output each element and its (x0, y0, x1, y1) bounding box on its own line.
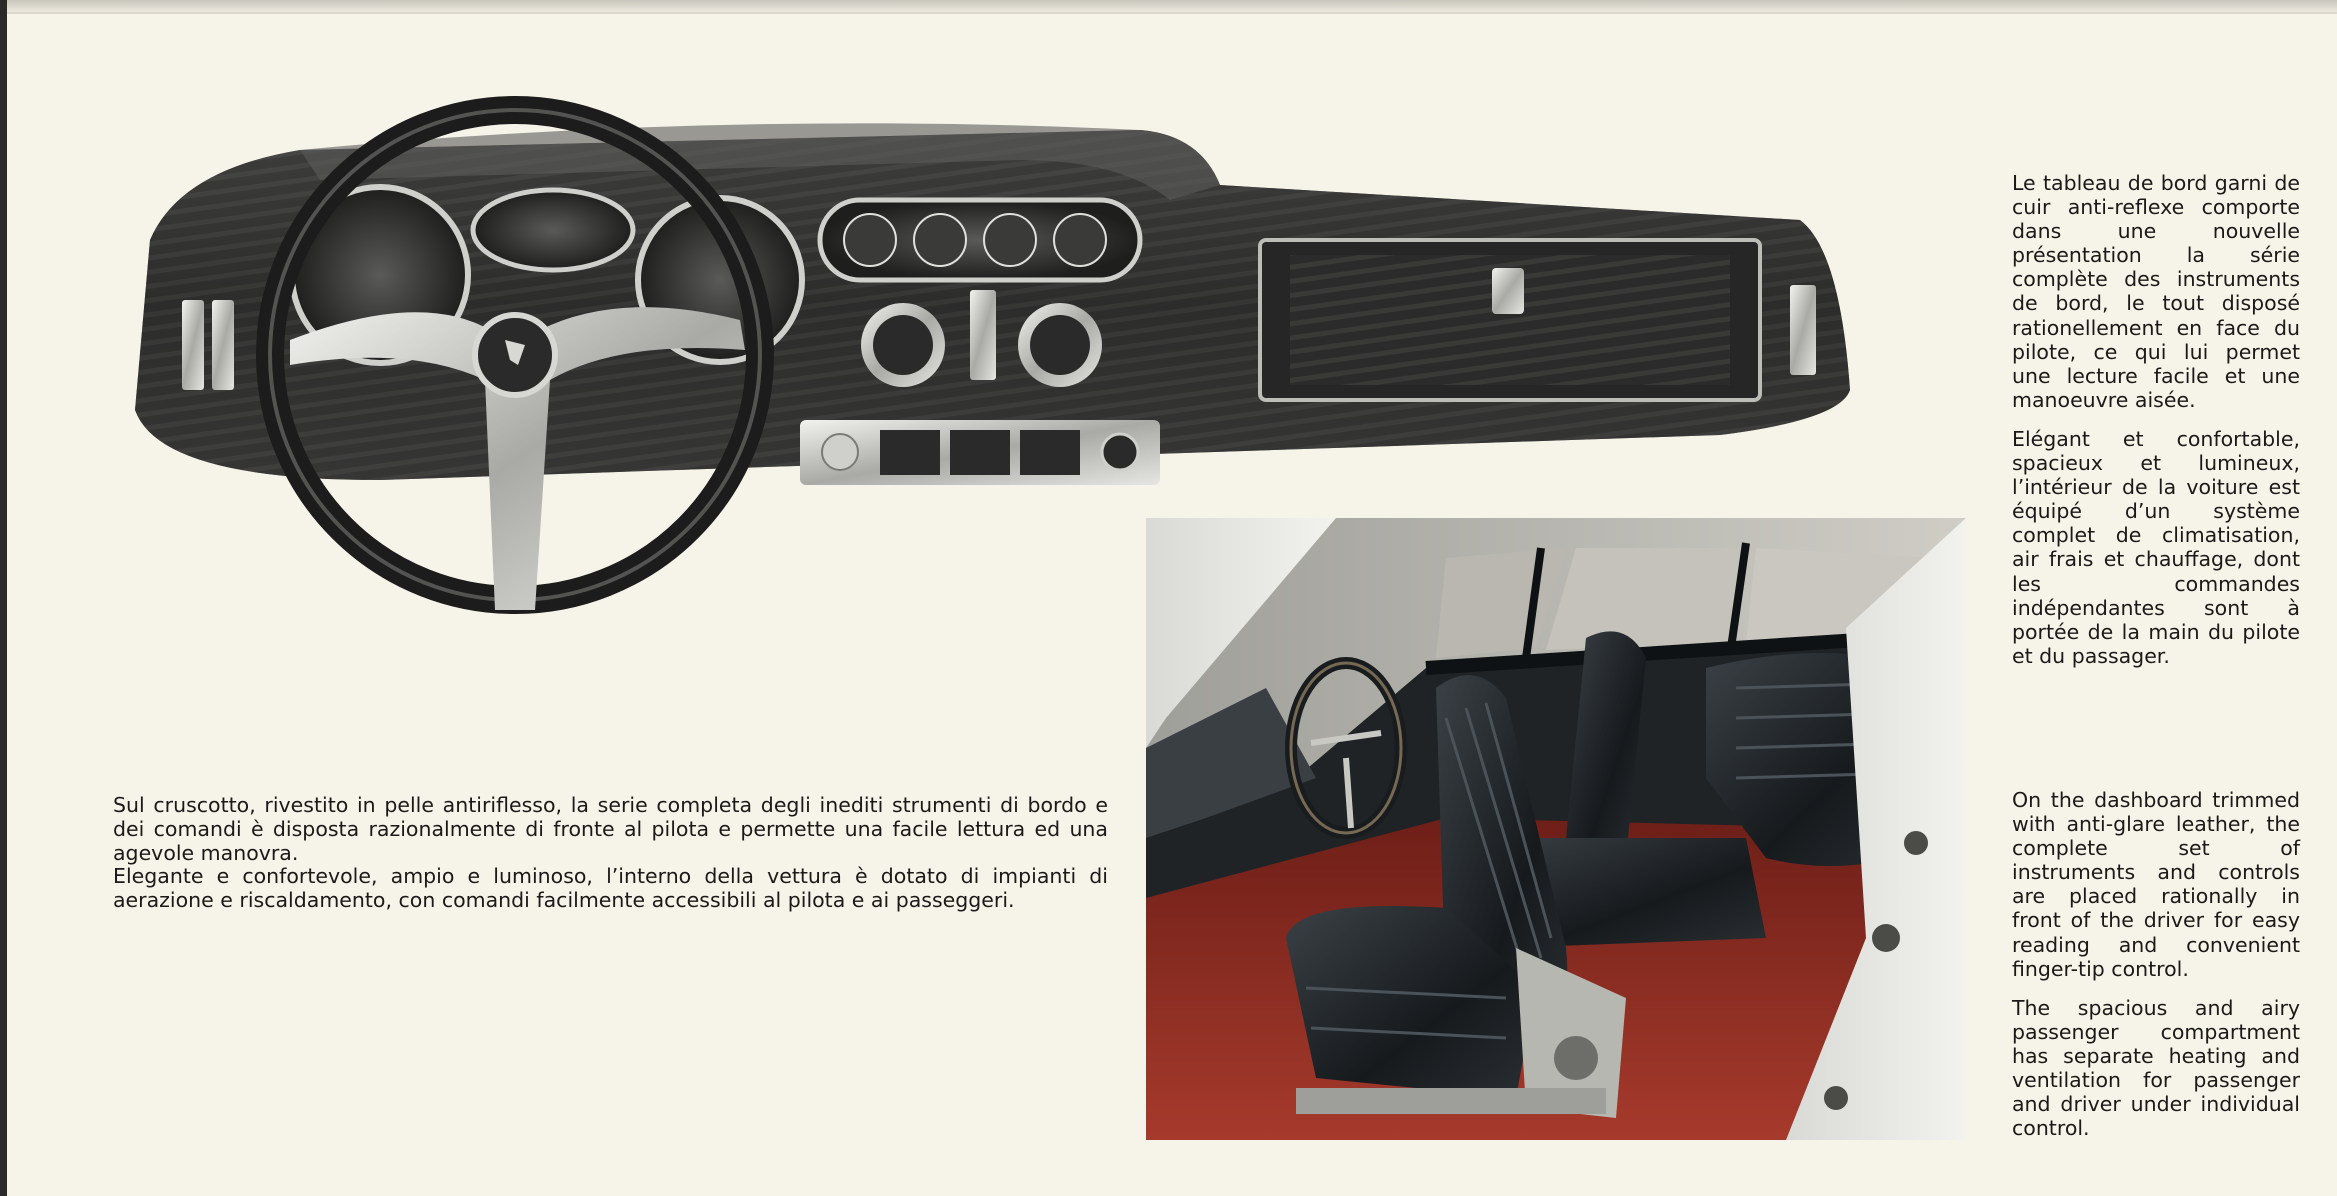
english-text: On the dashboard trimmed with anti-glare… (2012, 788, 2300, 1155)
english-paragraph-1: On the dashboard trimmed with anti-glare… (2012, 788, 2300, 981)
french-text: Le tableau de bord garni de cuir anti-re… (2012, 171, 2300, 683)
interior-photo (1146, 518, 1966, 1140)
italian-paragraph-1: Sul cruscotto, rivestito in pelle antiri… (113, 793, 1108, 865)
page-left-edge (0, 0, 7, 1196)
page-crease (0, 12, 2337, 14)
french-paragraph-1: Le tableau de bord garni de cuir anti-re… (2012, 171, 2300, 412)
italian-text: Sul cruscotto, rivestito in pelle antiri… (113, 793, 1108, 913)
french-paragraph-2: Elégant et confortable, spacieux et lumi… (2012, 426, 2300, 668)
italian-paragraph-2: Elegante e confortevole, ampio e luminos… (113, 864, 1108, 913)
page-top-edge (0, 0, 2337, 12)
english-paragraph-2: The spacious and airy passenger compartm… (2012, 995, 2300, 1141)
dashboard-photo (135, 96, 1850, 614)
